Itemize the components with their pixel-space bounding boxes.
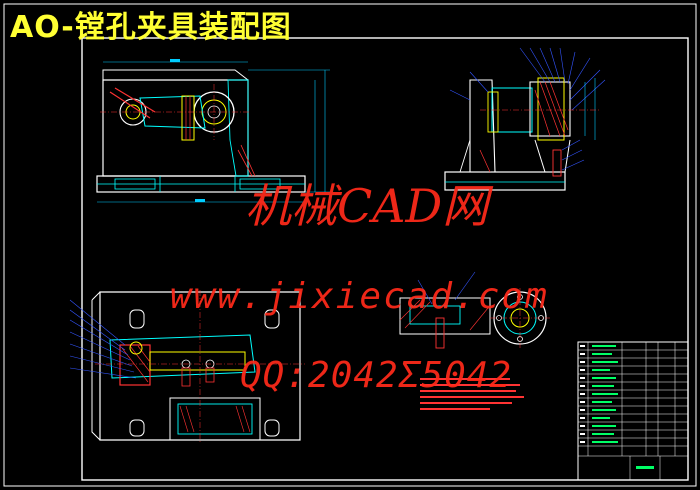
plan-view [69,290,305,442]
watermark-qq: QQ:2042Σ5042 [240,355,513,396]
title-block-parts-list [577,341,689,481]
front-view [96,59,330,203]
drawing-title: AO-镗孔夹具装配图 [10,10,292,45]
drawing-border [3,3,697,487]
technical-notes [420,378,524,410]
watermark-site-name: 机械CAD网 [245,179,489,233]
side-view [444,47,606,191]
watermark-url: www.jixiecad.com [170,276,549,317]
detail-view-flange [490,288,550,348]
detail-view-section [399,271,491,349]
